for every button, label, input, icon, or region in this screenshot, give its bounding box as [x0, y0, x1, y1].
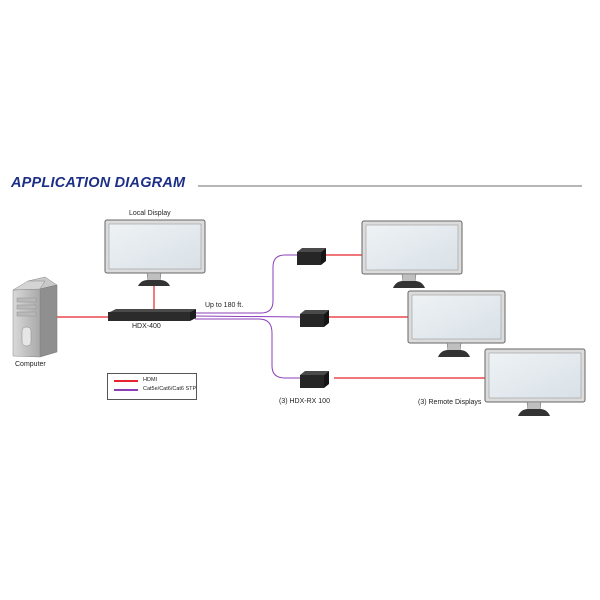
- hdx-rx-100-receiver-3: [300, 371, 329, 388]
- remote-display-3: [484, 348, 586, 416]
- legend-cat-swatch: [114, 389, 138, 391]
- legend-hdmi-label: HDMI: [143, 377, 158, 383]
- receivers-label: (3) HDX-RX 100: [279, 398, 330, 405]
- local-display-label: Local Display: [129, 210, 171, 217]
- hdx-rx-100-receiver-2: [300, 310, 329, 327]
- local-display-monitor: [104, 219, 206, 286]
- legend-hdmi-swatch: [114, 380, 138, 382]
- remote-displays-label: (3) Remote Displays: [418, 399, 482, 406]
- legend: HDMI Cat5e/Cat6/Cat6 STP: [107, 373, 197, 400]
- remote-display-2: [407, 290, 506, 357]
- remote-display-1: [361, 220, 463, 288]
- cat-cable-3: [195, 318, 300, 379]
- hdx-400-transmitter: [108, 309, 196, 321]
- transmitter-label: HDX-400: [132, 323, 161, 330]
- diagram-title: APPLICATION DIAGRAM: [11, 175, 186, 191]
- cat-cable-2: [194, 315, 301, 318]
- cat-cable-1: [195, 254, 297, 314]
- computer-label: Computer: [15, 361, 46, 368]
- distance-label: Up to 180 ft.: [205, 302, 244, 309]
- computer-icon: [12, 276, 58, 358]
- hdx-rx-100-receiver-1: [297, 248, 326, 265]
- legend-cat-label: Cat5e/Cat6/Cat6 STP: [143, 386, 197, 392]
